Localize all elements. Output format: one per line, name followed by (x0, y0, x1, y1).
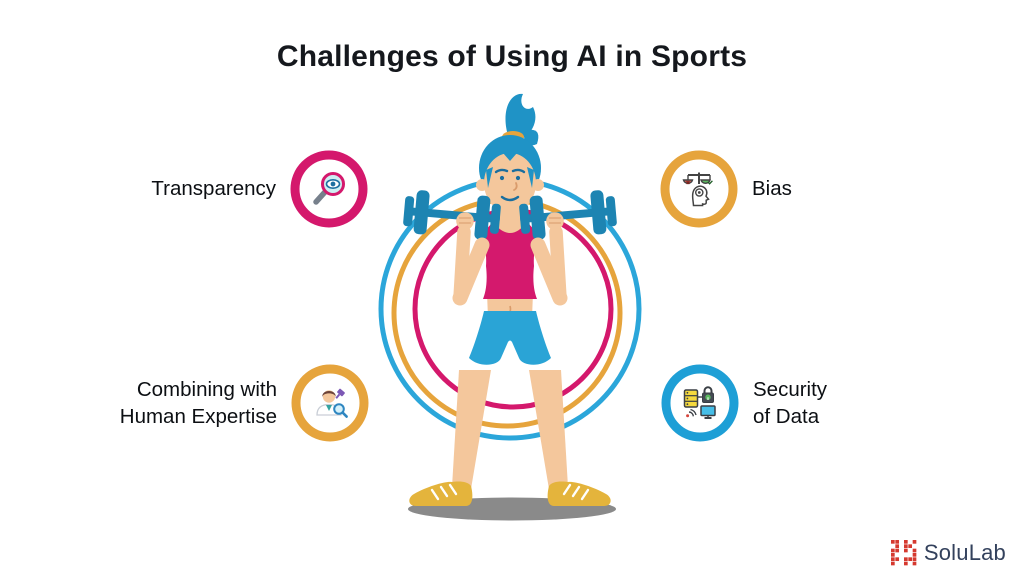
facial-features (494, 168, 526, 202)
callout-transparency: Transparency (151, 150, 368, 228)
transparency-badge (290, 150, 368, 228)
solulab-logo-text: SoluLab (923, 540, 1006, 565)
solulab-logo: SoluLab (890, 540, 1006, 566)
bias-scales-icon (682, 172, 713, 207)
ring (661, 364, 739, 442)
callout-bias-label: Bias (752, 177, 792, 201)
face (484, 153, 536, 213)
arms (452, 225, 568, 306)
callout-transparency-label: Transparency (151, 177, 276, 201)
magnifier-eye-icon (313, 172, 345, 205)
legs (452, 370, 568, 489)
callout-human-expertise-label: Combining with Human Expertise (119, 377, 277, 428)
hairline (486, 153, 534, 188)
hands (456, 212, 564, 230)
solulab-logo-icon (890, 540, 917, 566)
dumbbell-left (403, 190, 501, 240)
callout-data-security: Security of Data (661, 364, 845, 442)
callout-bias: Bias (660, 150, 792, 228)
tank-top (479, 222, 541, 299)
dumbbell-right (519, 190, 617, 240)
human-expertise-badge (291, 364, 369, 442)
bias-badge (660, 150, 738, 228)
shoes (409, 481, 611, 506)
data-security-badge (661, 364, 739, 442)
callout-data-security-label: Security of Data (753, 377, 828, 428)
page-title: Challenges of Using AI in Sports (276, 40, 748, 73)
callout-human-expertise: Combining with Human Expertise (95, 364, 369, 442)
human-expertise-icon (316, 388, 348, 418)
shorts (469, 311, 551, 365)
woman-lifting-dumbbells-illustration (378, 93, 642, 521)
data-security-icon (683, 386, 716, 419)
ring (291, 364, 369, 442)
